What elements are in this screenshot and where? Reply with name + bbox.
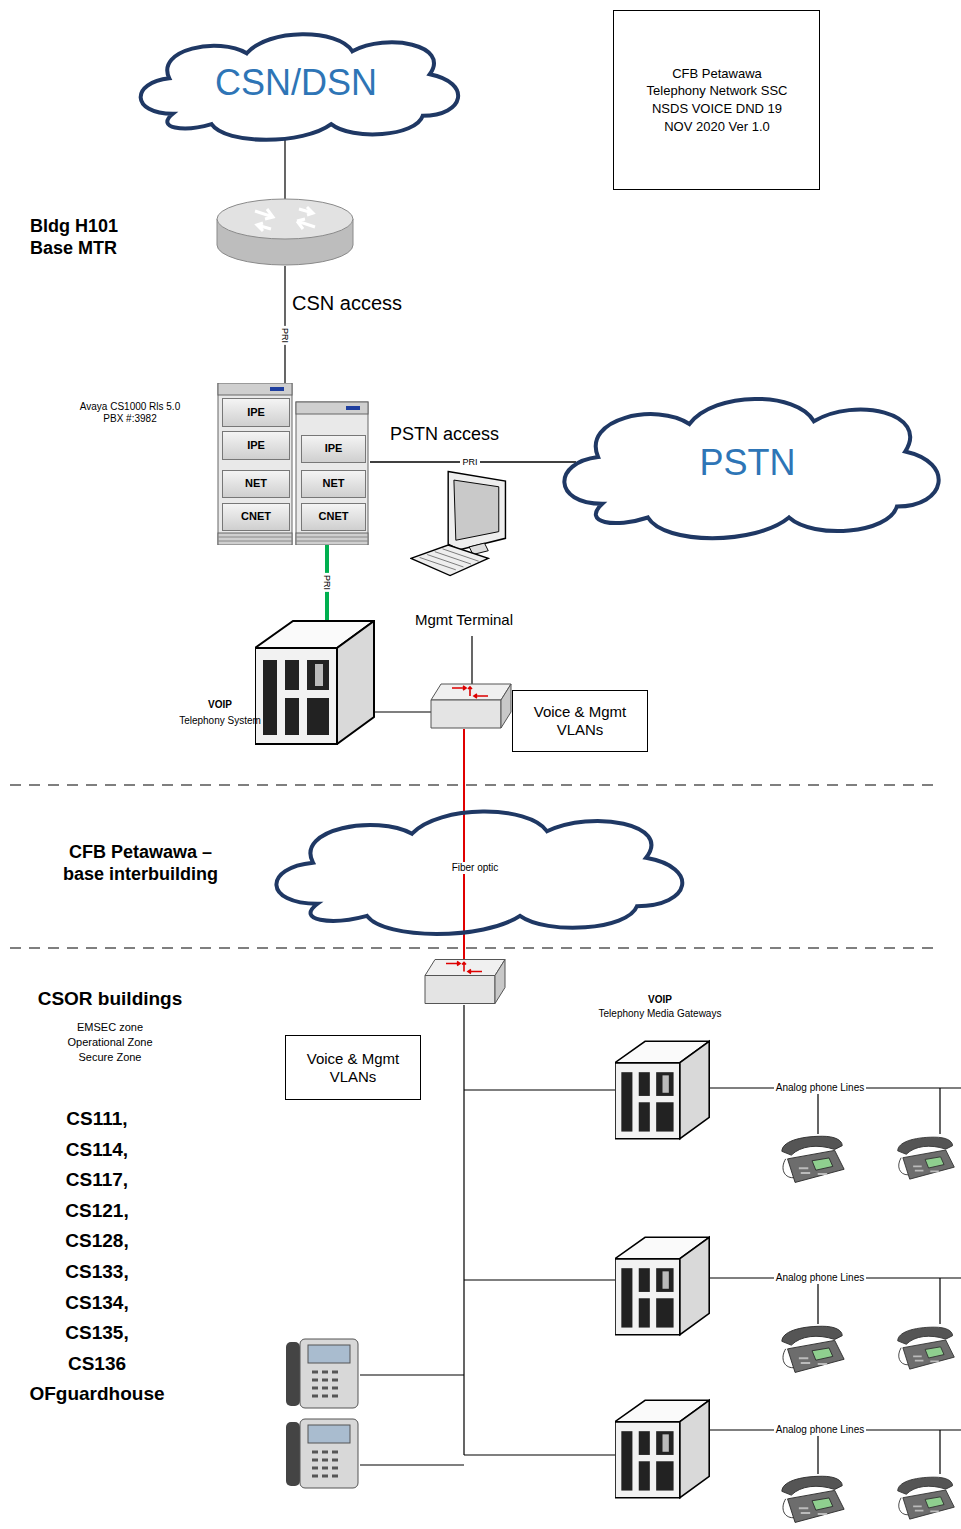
- module-label: IPE: [225, 406, 287, 419]
- node-label: Telephony Media Gateways: [570, 1008, 750, 1020]
- zone-label: CSOR buildings: [30, 988, 190, 1011]
- node-label: VOIP: [570, 994, 750, 1006]
- link-label: PRI: [280, 325, 291, 344]
- voip-server-icon: [255, 620, 375, 745]
- zone-note: EMSEC zone Operational Zone Secure Zone: [58, 1020, 162, 1065]
- pbx-module: IPE: [301, 435, 366, 463]
- module-label: CNET: [225, 510, 287, 523]
- node-label: VOIP: [165, 699, 275, 711]
- building-id: CS135,: [22, 1322, 172, 1345]
- edge-label: PRI: [322, 573, 333, 592]
- module-label: CNET: [304, 510, 363, 523]
- diagram-title: CFB Petawawa Telephony Network SSC NSDS …: [642, 65, 792, 135]
- pbx-module: IPE: [222, 431, 290, 460]
- module-label: NET: [225, 477, 287, 490]
- building-id: CS136: [22, 1353, 172, 1376]
- fiber-cloud: Fiber optic: [250, 795, 700, 940]
- media-gateway: VOIP Telephony Media Gateways: [570, 994, 750, 1151]
- pbx-module: CNET: [301, 503, 366, 531]
- building-id: CS117,: [22, 1169, 172, 1192]
- building-id: CS133,: [22, 1261, 172, 1284]
- cloud-label: CSN/DSN: [215, 63, 377, 103]
- building-id: CS111,: [22, 1108, 172, 1131]
- building-id: OFguardhouse: [22, 1383, 172, 1406]
- building-id: CS114,: [22, 1139, 172, 1162]
- cloud-label: Fiber optic: [450, 862, 501, 874]
- building-label: Bldg H101 Base MTR: [30, 216, 140, 259]
- vlan-box: Voice & Mgmt VLANs: [285, 1035, 421, 1100]
- voip-server: VOIP Telephony System: [165, 620, 378, 746]
- link-label: CSN access: [292, 291, 402, 315]
- line-label: Analog phone Lines: [774, 1082, 866, 1094]
- pbx-module: IPE: [222, 398, 290, 427]
- module-label: IPE: [304, 442, 363, 455]
- line-label: Analog phone Lines: [774, 1424, 866, 1436]
- node-label: Telephony System: [165, 715, 275, 727]
- module-label: NET: [304, 477, 363, 490]
- box-label: Voice & Mgmt VLANs: [521, 703, 639, 739]
- network-cloud: PSTN: [540, 380, 955, 545]
- pbx-module: NET: [222, 470, 290, 498]
- module-label: IPE: [225, 439, 287, 452]
- edge-label: PRI: [460, 457, 479, 468]
- box-label: Voice & Mgmt VLANs: [294, 1050, 412, 1086]
- title-box: CFB Petawawa Telephony Network SSC NSDS …: [613, 10, 820, 190]
- media-gateway-icon: [615, 1030, 710, 1150]
- pbx-module: NET: [301, 470, 366, 498]
- line-label: Analog phone Lines: [774, 1272, 866, 1284]
- building-id: CS128,: [22, 1230, 172, 1253]
- network-cloud: CSN/DSN: [120, 20, 472, 145]
- pbx-label: Avaya CS1000 Rls 5.0 PBX #:3982: [76, 401, 184, 425]
- building-id: CS134,: [22, 1292, 172, 1315]
- pbx-cabinet: Avaya CS1000 Rls 5.0 PBX #:3982IPEIPENET…: [55, 383, 370, 545]
- zone-label: CFB Petawawa – base interbuilding: [53, 842, 228, 885]
- mgmt-terminal-icon: [410, 468, 515, 580]
- cloud-label: PSTN: [699, 443, 795, 483]
- link-label: PSTN access: [390, 424, 499, 446]
- pbx-module: CNET: [222, 503, 290, 531]
- mgmt-terminal: Mgmt Terminal: [398, 468, 530, 634]
- building-id: CS121,: [22, 1200, 172, 1223]
- node-label: Mgmt Terminal: [398, 611, 530, 629]
- vlan-box: Voice & Mgmt VLANs: [512, 690, 648, 752]
